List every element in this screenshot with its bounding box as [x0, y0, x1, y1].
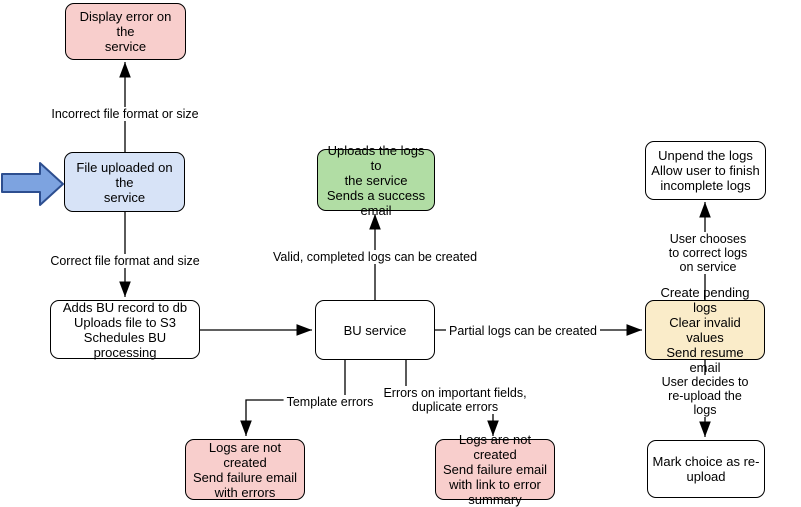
node-logs-not-created-summary: Logs are not created Send failure email …: [435, 432, 555, 507]
edge-label-template-errors: Template errors: [283, 395, 377, 409]
node-file-uploaded: File uploaded on the service: [64, 152, 185, 212]
node-logs-not-created-errors: Logs are not created Send failure email …: [185, 439, 305, 500]
node-bu-service: BU service: [315, 300, 435, 360]
input-block-arrow-icon: [1, 162, 64, 206]
edge-label-correct-format: Correct file format and size: [47, 254, 203, 268]
edge-label-partial-logs: Partial logs can be created: [445, 324, 601, 338]
node-unpend-logs: Unpend the logs Allow user to finish inc…: [645, 141, 766, 200]
edge-label-incorrect-format: Incorrect file format or size: [48, 107, 202, 121]
node-adds-bu-record: Adds BU record to db Uploads file to S3 …: [50, 300, 200, 360]
node-display-error: Display error on the service: [65, 3, 186, 60]
edge-label-user-corrects: User chooses to correct logs on service: [661, 232, 755, 274]
node-create-pending: Create pending logs Clear invalid values…: [645, 285, 765, 375]
edge-label-important-fields: Errors on important fields, duplicate er…: [380, 386, 530, 414]
edge-label-valid-completed: Valid, completed logs can be created: [269, 250, 481, 264]
node-uploads-logs: Uploads the logs to the service Sends a …: [317, 143, 435, 218]
node-mark-choice: Mark choice as re- upload: [647, 440, 765, 498]
edge-label-user-reuploads: User decides to re-upload the logs: [657, 375, 753, 417]
